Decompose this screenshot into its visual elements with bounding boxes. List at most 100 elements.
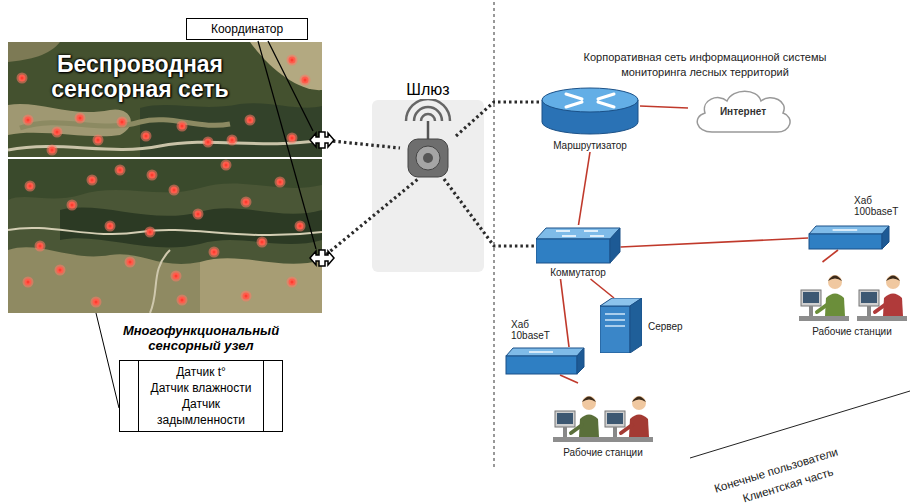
terrain	[8, 104, 131, 136]
sensor-dot	[179, 123, 186, 130]
separator-line	[494, 2, 495, 470]
sensor-dot	[147, 229, 154, 236]
screen	[861, 292, 877, 303]
leader-line	[258, 41, 316, 249]
desk	[799, 316, 849, 321]
sensor-dot	[149, 172, 156, 179]
sensor-dot	[243, 293, 250, 300]
router-node: Маршрутизатор	[540, 86, 640, 152]
router-icon	[540, 86, 640, 138]
wifi-wave	[414, 107, 442, 121]
gateway-icon	[400, 99, 456, 179]
connector	[640, 106, 688, 108]
people-node: Рабочие станции	[553, 383, 653, 459]
switch-arrows	[556, 231, 604, 236]
person-hair	[582, 397, 596, 403]
router-label: Маршрутизатор	[540, 140, 640, 152]
wifi-wave	[421, 114, 435, 121]
person-head	[886, 275, 900, 289]
workstations-label: Рабочие станции	[553, 447, 653, 459]
hub-side	[882, 226, 889, 249]
person-arm	[817, 304, 828, 312]
sensor-dot	[302, 77, 309, 84]
antenna	[427, 121, 430, 139]
screen	[607, 413, 623, 424]
sensor-dot	[19, 75, 26, 82]
box-node: Координатор	[186, 18, 308, 40]
sensor-dot	[27, 183, 34, 190]
router-top	[542, 88, 638, 112]
sensor-dot	[211, 249, 218, 256]
switch-top	[536, 228, 620, 239]
sensor-node: Многофункциональный сенсорный узелДатчик…	[119, 360, 283, 432]
person-hair	[632, 397, 646, 403]
server-icon	[600, 298, 642, 353]
switch-front	[536, 239, 610, 263]
monitor-stand	[563, 427, 567, 437]
sensor-label: Датчик влажности	[143, 380, 259, 396]
hub-icon	[808, 225, 890, 250]
connector	[444, 179, 536, 246]
hub-top	[506, 348, 584, 356]
sensor-dot	[223, 162, 230, 169]
satellite-image	[8, 42, 322, 313]
sensor-dot	[25, 279, 32, 286]
desk	[857, 316, 907, 321]
hub-arrow	[529, 351, 553, 352]
sensor-dot	[229, 137, 236, 144]
region-node: Беспроводная сенсорная сеть	[8, 42, 322, 313]
leader-line	[268, 41, 313, 131]
sensor-dot	[171, 187, 178, 194]
switch-side	[610, 228, 620, 263]
connector	[322, 179, 418, 258]
people-node: Рабочие станции	[795, 262, 910, 338]
cloud-node: Интернет	[688, 84, 798, 138]
connector	[621, 238, 809, 247]
sensor-frame-inner: Датчик t°Датчик влажностиДатчик задымлен…	[138, 361, 264, 431]
workstations-label: Рабочие станции	[795, 326, 910, 338]
road	[150, 250, 170, 313]
sensor-dot	[69, 202, 76, 209]
sensor-dot	[277, 179, 284, 186]
hub-label: Хаб 100baseT	[854, 195, 902, 217]
sensor-dot	[205, 139, 212, 146]
monitor-stand	[613, 427, 617, 437]
workstations-icon	[795, 262, 910, 324]
person-head	[828, 275, 842, 289]
terrain	[60, 208, 322, 248]
gateway-panel	[372, 100, 484, 272]
region-title: Беспроводная сенсорная сеть	[30, 52, 250, 102]
desk	[553, 437, 603, 442]
cloud-label: Интернет	[688, 84, 798, 118]
hub-label: Хаб 10baseT	[511, 319, 559, 341]
sensor-dot	[107, 223, 114, 230]
sensor-dot	[243, 199, 250, 206]
hub-icon	[505, 347, 585, 375]
server-label: Сервер	[648, 321, 683, 333]
gateway-node: Шлюз	[400, 80, 456, 179]
sensor-dot	[127, 259, 134, 266]
terrain	[8, 159, 322, 200]
sensor-dot	[117, 167, 124, 174]
person-hair	[886, 276, 900, 282]
coordinator-symbol	[310, 250, 334, 266]
sensor-dot	[297, 223, 304, 230]
monitor	[605, 411, 625, 427]
connector	[591, 279, 615, 298]
gateway-core	[423, 153, 433, 163]
hub-front	[506, 356, 577, 374]
desk	[603, 437, 653, 442]
person-arm	[571, 425, 582, 433]
sensor-dot	[37, 243, 44, 250]
monitor-stand	[867, 306, 871, 316]
hub-front	[809, 234, 882, 249]
client-side-line	[690, 391, 910, 458]
hub-node: Хаб 100baseT	[808, 225, 890, 250]
node-heading: Многофункциональный сенсорный узел	[101, 323, 301, 353]
sensor-label: Датчик задымленности	[143, 396, 259, 428]
terrain	[140, 103, 322, 157]
sensor-dot	[95, 137, 102, 144]
connector	[579, 152, 591, 225]
workstations-icon	[553, 383, 653, 445]
monitor	[555, 411, 575, 427]
